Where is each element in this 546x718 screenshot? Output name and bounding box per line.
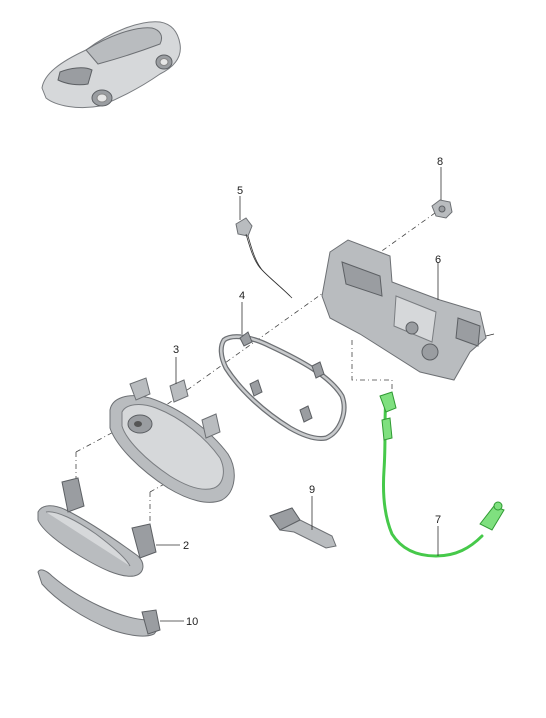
callout-4: 4 [239, 290, 245, 302]
callout-7: 7 [435, 514, 441, 526]
gasket-part [218, 331, 347, 441]
lock-housing-part [321, 239, 495, 381]
callout-6: 6 [435, 254, 441, 266]
callout-8: 8 [437, 156, 443, 168]
switch-part [235, 217, 293, 299]
callout-9: 9 [309, 484, 315, 496]
bowden-cable-part [379, 391, 505, 558]
handle-housing-part [109, 377, 235, 503]
callout-3: 3 [173, 344, 179, 356]
callout-labels: 8 6 5 4 3 2 9 7 10 [173, 156, 443, 628]
callout-10: 10 [186, 616, 198, 628]
trim-strip-part [37, 569, 161, 637]
handle-part [37, 477, 157, 577]
leader-lines [156, 167, 442, 622]
callout-2: 2 [183, 540, 189, 552]
car-thumbnail [41, 21, 181, 109]
key-blade-part [269, 507, 337, 549]
callout-5: 5 [237, 185, 243, 197]
nut-part [431, 199, 453, 219]
